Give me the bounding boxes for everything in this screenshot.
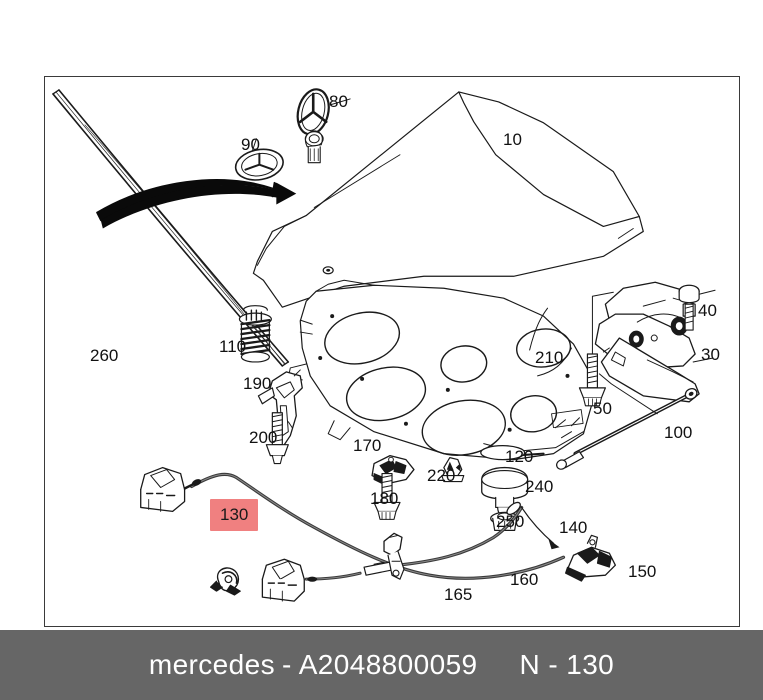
part-90-star-badge — [234, 138, 284, 181]
hood-inner-panel — [287, 279, 593, 461]
part-160-cable-clip — [383, 532, 405, 580]
part-165-retaining-clip — [209, 567, 241, 596]
callout-150: 150 — [628, 562, 657, 581]
part-180-flange-screw — [373, 472, 401, 520]
part-250-grommet-nut — [490, 511, 520, 531]
part-50-bolt-washer — [578, 291, 614, 407]
callout-190: 190 — [243, 374, 272, 393]
callout-50: 50 — [593, 399, 612, 418]
part-30-latch-assembly — [594, 281, 714, 403]
callout-10: 10 — [503, 130, 522, 149]
part-170-striker-bracket — [371, 454, 415, 487]
callout-130: 130 — [210, 499, 259, 531]
callout-220: 220 — [427, 466, 456, 485]
footer-part-number: A2048800059 — [298, 649, 478, 680]
part-120-oval-gasket — [480, 445, 526, 461]
callout-110: 110 — [219, 337, 247, 356]
callout-200: 200 — [249, 428, 278, 447]
callout-160: 160 — [510, 570, 539, 589]
callout-260: 260 — [90, 346, 119, 365]
footer-brand: mercedes — [148, 649, 275, 680]
part-140-release-cable-rear — [396, 501, 560, 567]
callout-80: 80 — [329, 92, 348, 111]
footer-caption: mercedes - A2048800059 N - 130 — [149, 649, 614, 681]
part-110-rubber-buffer — [238, 305, 272, 363]
part-200-fastening-screw — [265, 412, 289, 465]
part-220-expanding-rivet — [441, 457, 465, 483]
part-150-release-handle — [565, 534, 617, 582]
callout-180: 180 — [370, 489, 399, 508]
part-40-hex-bolt — [678, 284, 716, 331]
callout-30: 30 — [701, 345, 720, 364]
callout-100: 100 — [664, 423, 693, 442]
callout-140: 140 — [559, 518, 588, 537]
parts-diagram-illustration — [52, 88, 716, 602]
callout-250: 250 — [496, 512, 525, 531]
callout-40: 40 — [698, 301, 717, 320]
diagram-frame: 10 30 40 50 80 90 100 110 120 130 140 15… — [44, 76, 740, 627]
part-130-release-cable-front — [140, 466, 566, 602]
callout-170: 170 — [353, 436, 382, 455]
footer-separator: - — [281, 649, 292, 680]
footer-bar: mercedes - A2048800059 N - 130 — [0, 630, 763, 700]
part-100-gas-strut — [556, 373, 698, 470]
part-80-hood-star-ornament — [296, 88, 351, 164]
hood-outer-panel — [252, 91, 644, 308]
callout-210: 210 — [535, 348, 564, 367]
callout-240: 240 — [525, 477, 554, 496]
installation-arrow — [96, 179, 297, 229]
footer-page-reference: N - 130 — [519, 649, 615, 680]
callout-165: 165 — [444, 585, 473, 604]
callout-120: 120 — [505, 447, 534, 466]
callout-90: 90 — [241, 135, 260, 154]
